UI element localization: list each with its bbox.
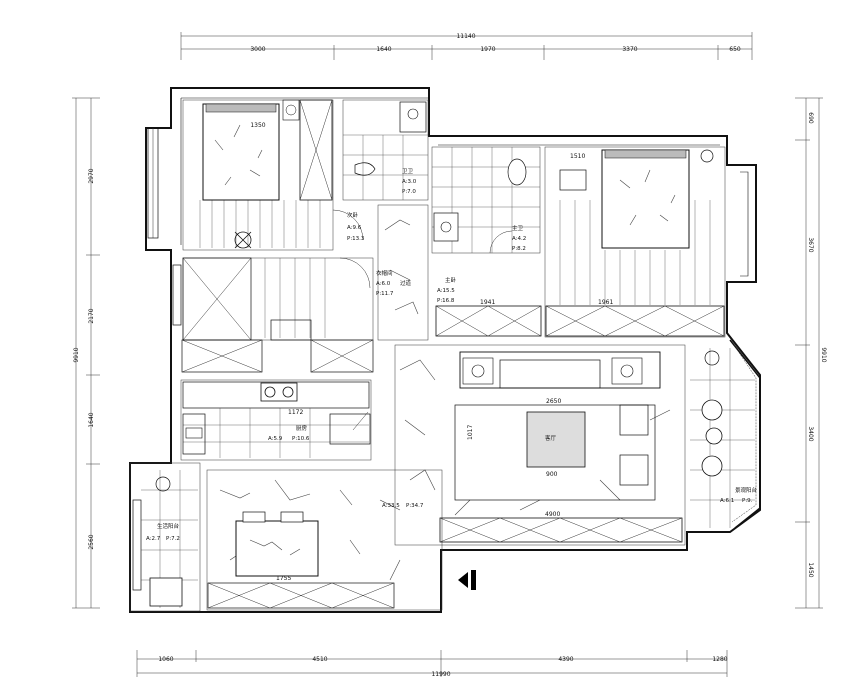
entry-arrow-icon [458,572,468,588]
master-bed-dim: 1510 [570,153,585,160]
kitchen-name: 厨房 [296,424,308,432]
sofa [459,351,661,389]
toilet-icon [354,162,376,176]
left-windows [147,127,182,326]
stove-icon [260,382,298,402]
plant-icon-4 [704,350,720,366]
cloakroom-perimeter: P:11.7 [376,291,394,297]
bottom-dimensions: 1060 4510 4390 1280 11990 [136,650,728,678]
dining-area: A:33.5 [382,503,400,509]
tv-cabinet-dim: 4900 [545,511,560,518]
coffee-table [526,411,586,468]
top-dim-1: 3000 [250,46,265,53]
bottom-dim-1: 1060 [158,656,173,663]
living-room: 客厅 900 2650 1017 4900 [394,344,686,546]
view-balcony: 景观阳台 A:6.1 P:9. [690,339,761,529]
bath-2-name: 主卫 [512,224,524,232]
view-balcony-perimeter: P:9. [742,498,753,504]
bathroom-1: 卫卫 A:3.0 P:7.0 [282,99,429,201]
master-bedroom-perimeter: P:16.8 [437,298,455,304]
dining-counter-dim: 1755 [276,575,291,582]
second-bedroom-area: A:9.6 [347,225,362,231]
service-balcony-area: A:2.7 [146,536,161,542]
top-dimensions: 11140 3000 1640 1970 3370 650 [180,32,753,60]
bottom-total-dim: 11990 [431,671,450,678]
dining-perimeter: P:34.7 [406,503,424,509]
master-bedroom-area: A:15.5 [437,288,455,294]
cloakroom: 衣帽间 A:6.0 P:11.7 [181,257,394,373]
plant-icon-3 [155,476,171,492]
bottom-dim-2: 4510 [312,656,327,663]
kitchen: 1172 厨房 A:5.9 P:10.6 [180,379,372,461]
kitchen-area: A:5.9 [268,436,283,442]
second-bedroom: 次卧 A:9.6 P:13.3 1350 [182,99,365,251]
wardrobe-dim-1: 1941 [480,299,495,306]
dining: 1755 A:33.5 P:34.7 [206,469,443,611]
left-dimensions: 9910 2970 2170 1640 2560 [72,97,100,609]
second-bedroom-name: 次卧 [347,211,359,219]
second-bedroom-perimeter: P:13.3 [347,236,365,242]
chair-icon-2 [701,455,723,477]
bath-1-name: 卫卫 [402,168,414,175]
plant-icon-2 [700,149,714,163]
bottom-dim-3: 4390 [558,656,573,663]
entry-marker [458,570,476,590]
wardrobe-dim-2: 1961 [598,299,613,306]
bathroom-2: 主卫 A:4.2 P:8.2 [431,146,541,254]
bath-1-perimeter: P:7.0 [402,189,416,195]
plant-icon [234,231,252,249]
left-dim-3: 1640 [88,412,95,427]
washing-machine-icon [149,577,183,607]
master-bedroom: 1510 1961 [544,146,726,338]
view-balcony-name: 景观阳台 [735,486,758,494]
service-balcony-perimeter: P:7.2 [166,536,180,542]
top-dim-2: 1640 [376,46,391,53]
sofa-depth-dim: 1017 [467,425,474,440]
bath-1-area: A:3.0 [402,179,417,185]
left-dim-1: 2970 [88,168,95,183]
service-balcony: 生活阳台 A:2.7 P:7.2 [129,462,201,612]
bed-dim: 1350 [250,122,265,129]
bed [202,103,280,201]
bath-2-area: A:4.2 [512,236,526,242]
right-dim-4: 1450 [807,562,814,577]
kitchen-counter-dim: 1172 [288,409,303,416]
cloakroom-area: A:6.0 [376,281,391,287]
kitchen-perimeter: P:10.6 [292,436,310,442]
left-total-dim: 9910 [73,347,80,362]
outer-walls [129,87,761,613]
right-dim-3: 3400 [807,426,814,441]
right-dim-1: 690 [807,112,814,124]
table-width-dim: 900 [546,471,558,478]
master-bed [601,149,690,249]
view-balcony-area: A:6.1 [720,498,734,504]
left-dim-4: 2560 [88,534,95,549]
top-dim-5: 650 [729,46,741,53]
corridor: 过道 主卧 A:15.5 P:16.8 1941 [377,204,542,341]
master-bedroom-name: 主卧 [445,276,457,284]
left-dim-2: 2170 [88,308,95,323]
right-dim-2: 3670 [807,237,814,252]
bath-2-perimeter: P:8.2 [512,246,526,252]
sink-icon [407,108,419,120]
right-dimensions: 9910 690 3670 3400 1450 [795,97,827,609]
cloakroom-name: 衣帽间 [376,269,393,277]
top-dim-3: 1970 [480,46,495,53]
top-dim-4: 3370 [622,46,637,53]
service-balcony-name: 生活阳台 [157,522,180,530]
balcony-table [705,427,723,445]
right-total-dim: 9910 [820,347,827,362]
top-total-dim: 11140 [456,33,475,40]
dining-table [235,520,319,577]
chair-icon-1 [701,399,723,421]
toilet-icon-2 [507,158,527,186]
living-name: 客厅 [545,434,557,442]
bottom-dim-4: 1280 [712,656,727,663]
corridor-name: 过道 [400,279,412,287]
sofa-width-dim: 2650 [546,398,561,405]
